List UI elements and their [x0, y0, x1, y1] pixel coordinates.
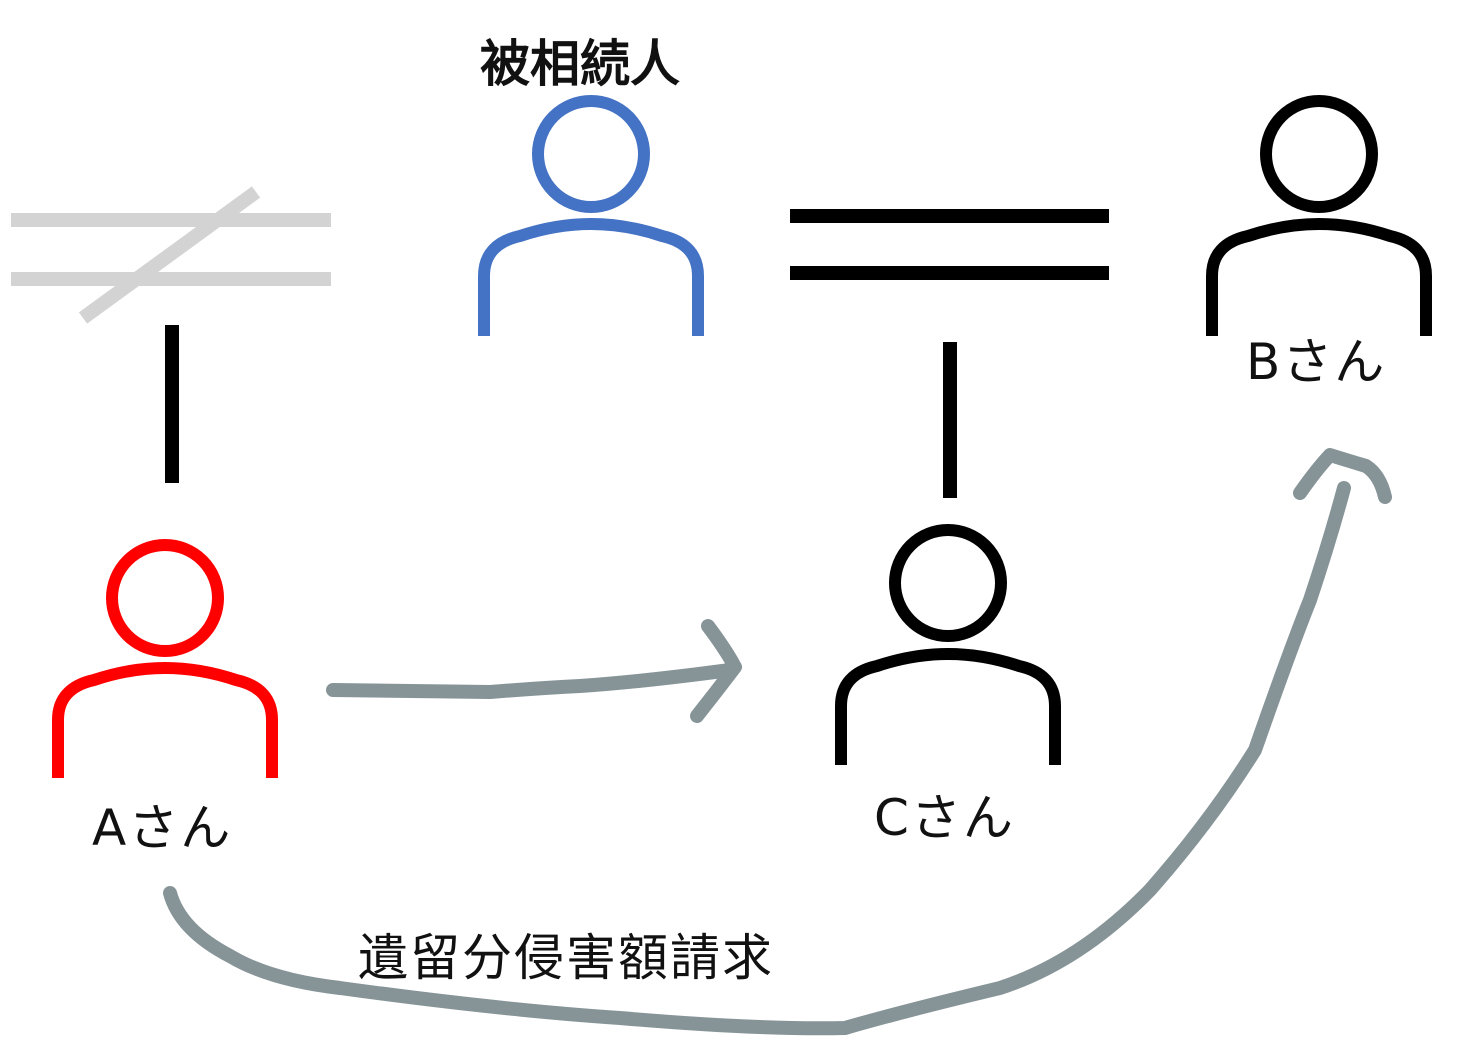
- person-a-icon: [52, 539, 278, 778]
- decedent-title: 被相続人: [480, 35, 680, 93]
- decedent-person-icon: [478, 95, 704, 336]
- person-b-icon: [1206, 95, 1432, 336]
- arrow-a-to-c: [326, 619, 742, 723]
- former-marriage-symbol: [11, 186, 331, 324]
- claim-label: 遺留分侵害額請求: [358, 929, 774, 987]
- person-c-label: Cさん: [874, 789, 1015, 847]
- current-marriage-symbol: [790, 209, 1109, 280]
- person-c-icon: [835, 524, 1061, 765]
- arrow-a-to-b: [163, 448, 1392, 1036]
- person-b-label: Bさん: [1246, 333, 1387, 391]
- person-a-label: Aさん: [92, 799, 233, 857]
